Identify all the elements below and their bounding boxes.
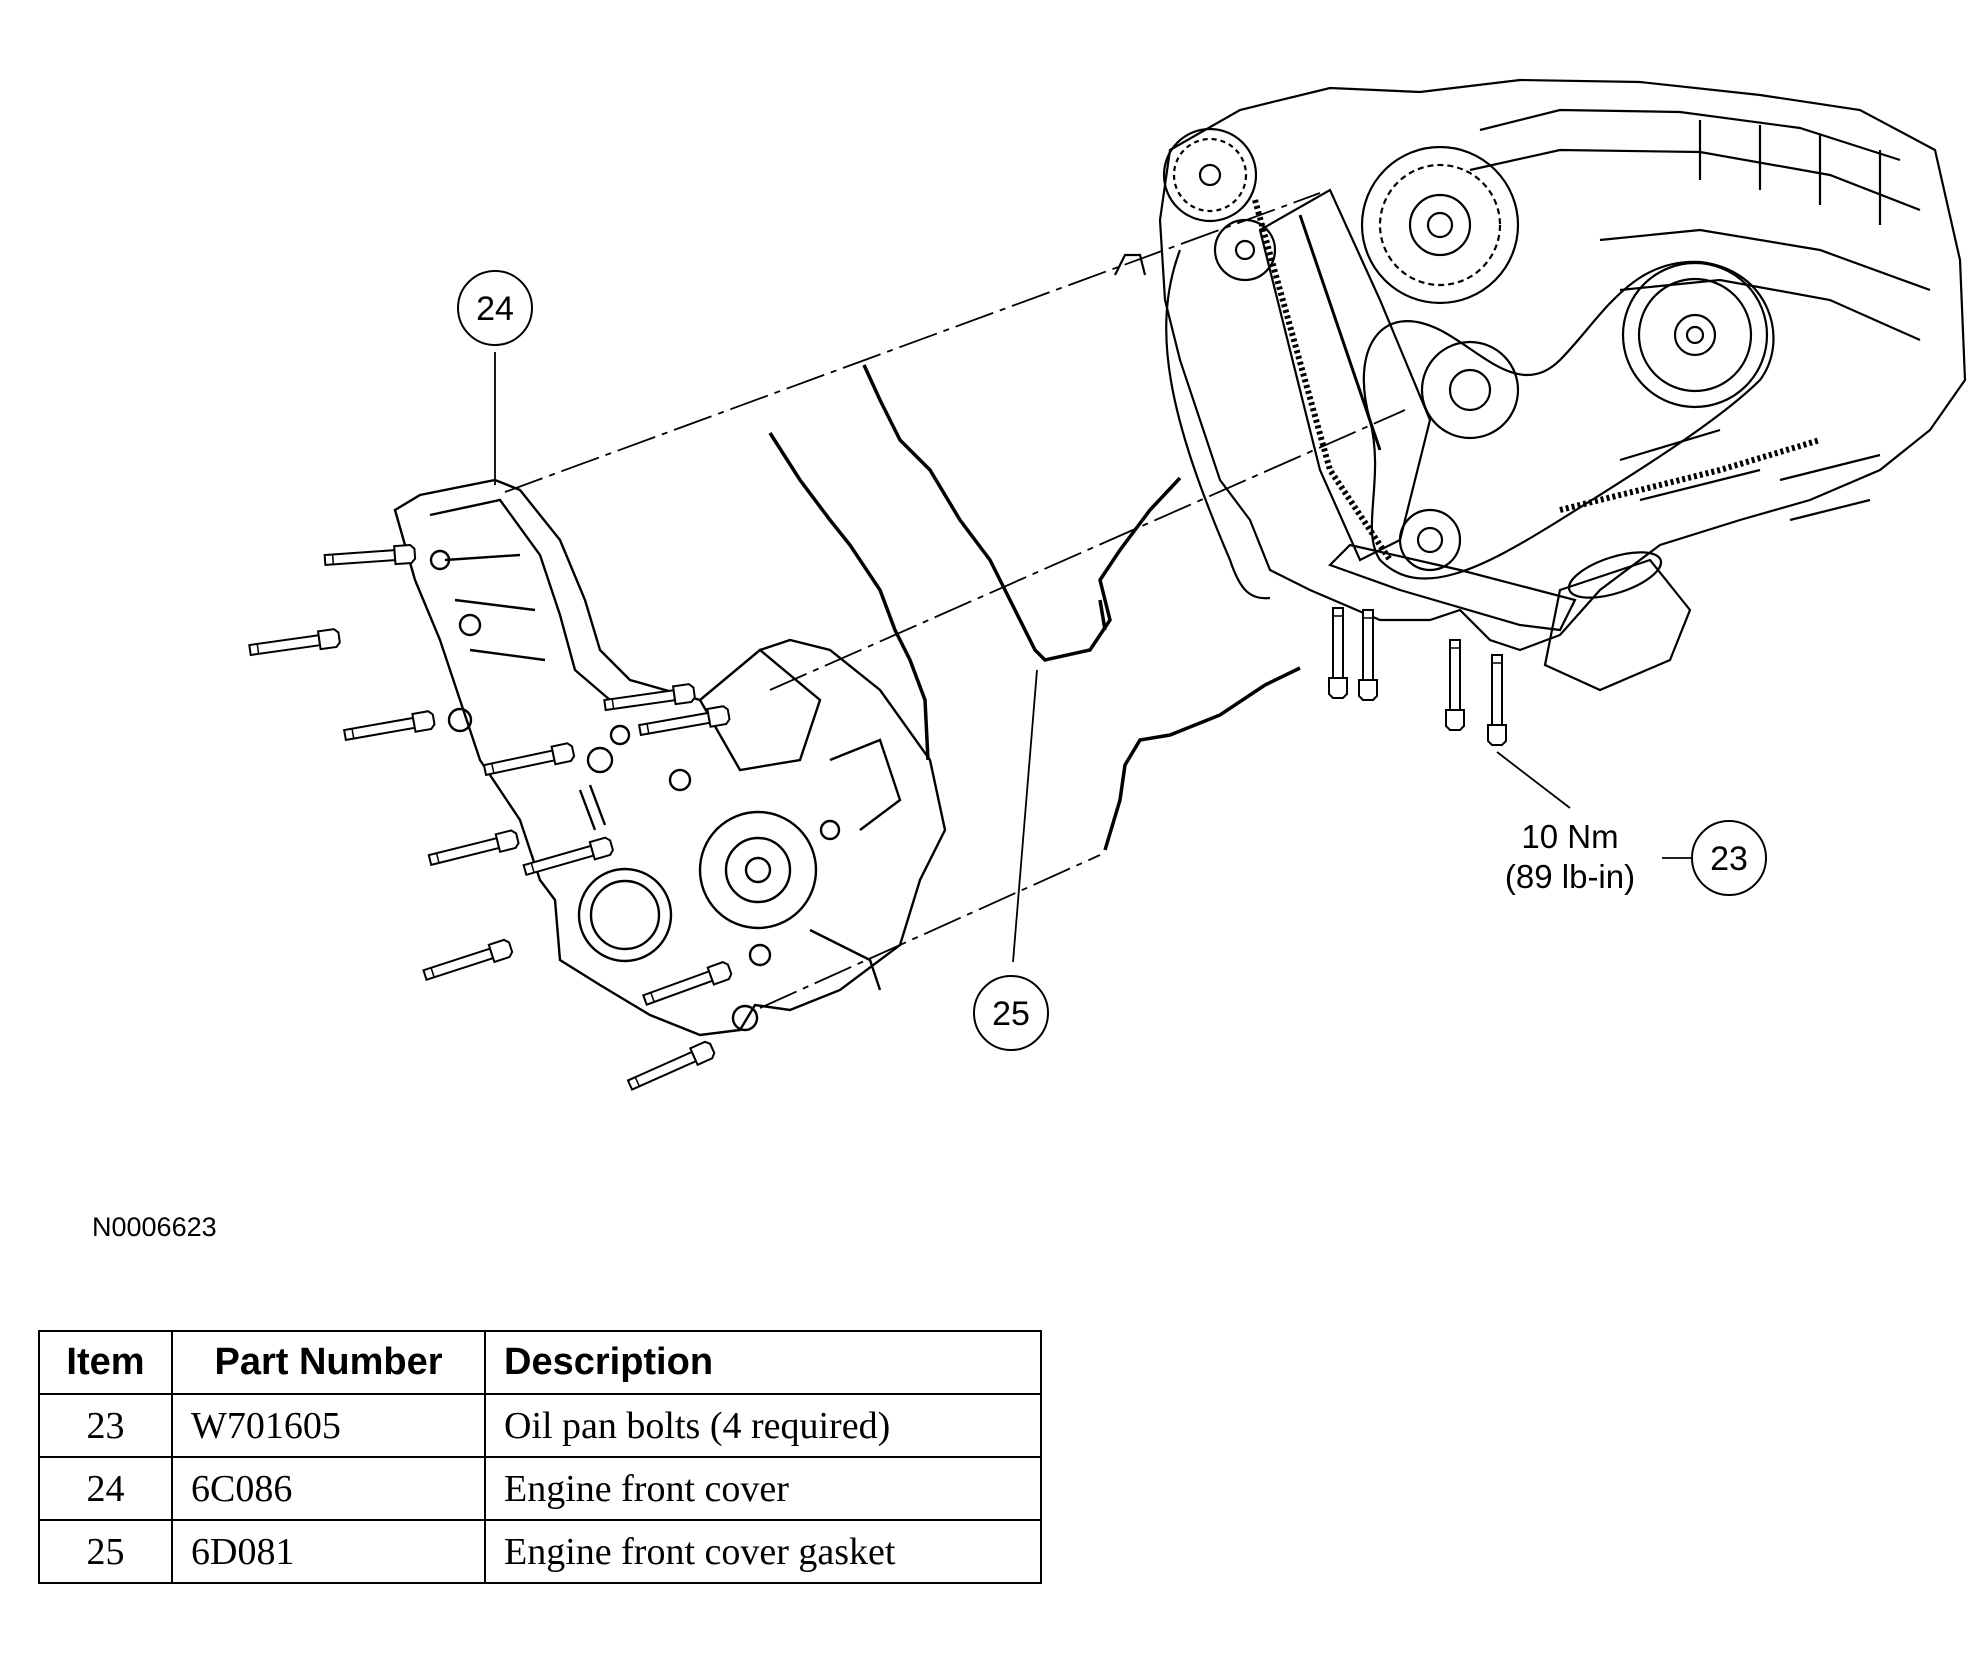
- cell-description: Engine front cover gasket: [484, 1519, 1042, 1584]
- engine-assembly: [1114, 78, 1967, 692]
- svg-text:25: 25: [992, 995, 1030, 1033]
- table-header-row: Item Part Number Description: [38, 1330, 1042, 1395]
- table-row: 25 6D081 Engine front cover gasket: [38, 1519, 1042, 1584]
- table-row: 23 W701605 Oil pan bolts (4 required): [38, 1393, 1042, 1458]
- callout-23: 23: [1691, 820, 1767, 896]
- front-cover-gaskets: [768, 364, 1301, 851]
- cell-item: 23: [38, 1393, 173, 1458]
- cell-part-number: 6C086: [171, 1456, 486, 1521]
- callout-24: 24: [457, 270, 533, 346]
- alignment-lines: [504, 192, 1406, 1009]
- header-part-number: Part Number: [171, 1330, 486, 1395]
- cell-part-number: 6D081: [171, 1519, 486, 1584]
- header-item: Item: [38, 1330, 173, 1395]
- cell-description: Oil pan bolts (4 required): [484, 1393, 1042, 1458]
- parts-table: Item Part Number Description 23 W701605 …: [38, 1330, 1042, 1584]
- cell-item: 25: [38, 1519, 173, 1584]
- front-cover-bolts: [247, 543, 734, 1095]
- figure-id: N0006623: [92, 1212, 217, 1242]
- leader-lines: [494, 352, 1692, 963]
- svg-text:24: 24: [476, 290, 514, 328]
- torque-metric: 10 Nm: [1521, 818, 1618, 855]
- header-description: Description: [484, 1330, 1042, 1395]
- callout-25: 25: [973, 975, 1049, 1051]
- svg-text:23: 23: [1710, 840, 1748, 878]
- cell-part-number: W701605: [171, 1393, 486, 1458]
- cell-item: 24: [38, 1456, 173, 1521]
- cell-description: Engine front cover: [484, 1456, 1042, 1521]
- table-row: 24 6C086 Engine front cover: [38, 1456, 1042, 1521]
- torque-imperial: (89 lb-in): [1505, 858, 1635, 895]
